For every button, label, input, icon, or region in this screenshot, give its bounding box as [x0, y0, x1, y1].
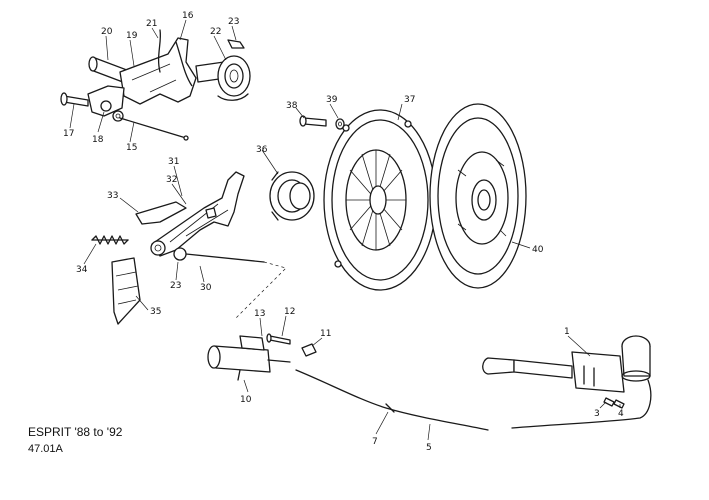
callout-1: 1 — [564, 327, 570, 337]
master-cylinder-bolts — [603, 397, 625, 409]
adjuster-rod — [185, 253, 265, 263]
hydraulic-hose — [511, 379, 652, 429]
release-bearing-sleeve — [195, 55, 251, 101]
callout-11: 11 — [320, 329, 331, 339]
callout-23-lower: 23 — [170, 281, 181, 291]
callout-23-top: 23 — [228, 17, 239, 27]
callout-22: 22 — [210, 27, 221, 37]
hydraulic-pipe — [295, 369, 489, 431]
callout-33: 33 — [107, 191, 118, 201]
retaining-clip-top — [227, 39, 245, 49]
release-fork-assembly-top — [60, 29, 251, 141]
return-spring — [91, 235, 129, 245]
callout-16: 16 — [182, 11, 194, 21]
callout-3: 3 — [594, 409, 600, 419]
callout-13: 13 — [254, 309, 265, 319]
fork-rod — [119, 117, 187, 139]
callout-labels: 20 19 21 16 22 23 17 18 15 31 32 33 34 3… — [63, 11, 624, 453]
release-fork-assembly-lower — [91, 171, 287, 325]
callout-12: 12 — [284, 307, 295, 317]
callout-35: 35 — [150, 307, 161, 317]
callout-31: 31 — [168, 157, 179, 167]
callout-7: 7 — [372, 437, 378, 447]
callout-19: 19 — [126, 31, 138, 41]
release-fork-top — [119, 37, 197, 105]
callout-4: 4 — [618, 409, 624, 419]
master-cylinder — [482, 335, 651, 393]
callout-30: 30 — [200, 283, 212, 293]
fork-bracket-bolt — [60, 85, 125, 122]
callout-38: 38 — [286, 101, 298, 111]
callout-20: 20 — [101, 27, 113, 37]
callout-39: 39 — [326, 95, 338, 105]
figure-code: 47.01A — [28, 443, 64, 455]
bleed-nipple — [301, 343, 317, 357]
callout-15: 15 — [126, 143, 137, 153]
callout-10: 10 — [240, 395, 252, 405]
fork-boot — [111, 257, 141, 325]
callout-18: 18 — [92, 135, 104, 145]
release-fork-lower — [150, 171, 245, 257]
pressure-plate — [323, 109, 437, 291]
callout-leaders — [69, 19, 621, 441]
slave-cylinder — [207, 335, 291, 381]
adjuster-nut — [173, 247, 187, 261]
callout-21: 21 — [146, 19, 157, 29]
callout-36: 36 — [256, 145, 268, 155]
release-bearing — [269, 171, 315, 221]
callout-37: 37 — [404, 95, 415, 105]
cover-bolt-and-washer — [299, 115, 345, 130]
model-caption: ESPRIT '88 to '92 — [28, 425, 123, 439]
callout-34: 34 — [76, 265, 88, 275]
callout-40: 40 — [532, 245, 544, 255]
spring-clip — [157, 29, 162, 73]
callout-32: 32 — [166, 175, 177, 185]
fork-plate — [135, 201, 187, 225]
callout-5: 5 — [426, 443, 432, 453]
callout-17: 17 — [63, 129, 74, 139]
slave-cylinder-bolts — [266, 333, 291, 345]
clutch-disc — [429, 103, 527, 289]
